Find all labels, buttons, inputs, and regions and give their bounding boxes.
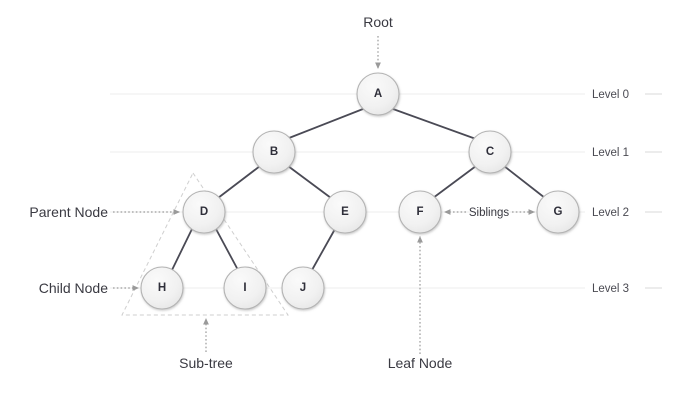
sub-tree-outline: [121, 172, 289, 316]
tree-node-label-g: G: [554, 206, 563, 218]
child-node-label: Child Node: [39, 280, 108, 296]
tree-node-h[interactable]: H: [140, 266, 184, 310]
level-gridlines: [110, 93, 662, 289]
tree-nodes: A B C D E F G: [140, 72, 580, 310]
tree-node-label-j: J: [300, 282, 306, 294]
sub-tree-label: Sub-tree: [179, 355, 233, 371]
edge-e-j: [311, 228, 336, 271]
tree-node-label-h: H: [158, 282, 166, 294]
tree-node-label-f: F: [416, 206, 423, 218]
tree-node-label-b: B: [270, 146, 278, 158]
edge-d-i: [215, 228, 239, 271]
tree-node-f[interactable]: F: [398, 190, 442, 234]
edge-b-d: [217, 165, 261, 199]
level-label-3: Level 3: [592, 283, 629, 295]
tree-node-b[interactable]: B: [252, 130, 296, 174]
edge-c-g: [503, 165, 546, 199]
edge-a-b: [288, 108, 364, 139]
edge-b-e: [287, 165, 332, 199]
tree-node-e[interactable]: E: [323, 190, 367, 234]
level-label-0: Level 0: [592, 89, 629, 101]
level-labels: Level 0 Level 1 Level 2 Level 3: [592, 89, 629, 295]
edge-a-c: [392, 108, 477, 140]
annotation-arrows: [113, 36, 535, 354]
tree-node-i[interactable]: I: [223, 266, 267, 310]
tree-node-g[interactable]: G: [536, 190, 580, 234]
tree-node-a[interactable]: A: [356, 72, 400, 116]
edge-c-f: [432, 165, 477, 199]
edge-d-h: [171, 228, 193, 271]
root-label: Root: [363, 14, 393, 30]
tree-node-j[interactable]: J: [281, 266, 325, 310]
tree-node-label-c: C: [486, 146, 494, 158]
annotation-labels: Root Parent Node Child Node Sub-tree Lea…: [29, 14, 509, 371]
siblings-label: Siblings: [469, 207, 510, 219]
leaf-node-label: Leaf Node: [388, 355, 453, 371]
parent-node-label: Parent Node: [29, 204, 108, 220]
tree-node-d[interactable]: D: [182, 190, 226, 234]
tree-node-label-a: A: [374, 88, 382, 100]
level-label-1: Level 1: [592, 147, 629, 159]
tree-node-c[interactable]: C: [468, 130, 512, 174]
tree-edges: [171, 108, 546, 271]
level-label-2: Level 2: [592, 207, 629, 219]
tree-node-label-d: D: [200, 206, 208, 218]
sub-tree-triangle: [121, 172, 289, 316]
tree-node-label-i: I: [243, 282, 246, 294]
tree-node-label-e: E: [341, 206, 349, 218]
